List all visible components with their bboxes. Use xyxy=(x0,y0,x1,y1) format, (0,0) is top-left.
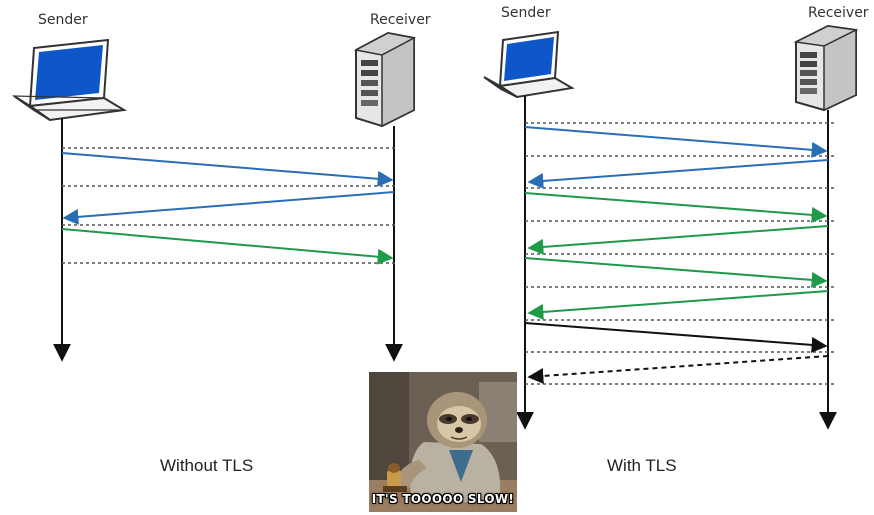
left-receiver-label: Receiver xyxy=(370,12,431,28)
right-arrow-black-solid xyxy=(524,322,828,353)
right-arrow-blue-1 xyxy=(524,126,828,158)
left-arrow-blue-request xyxy=(61,152,394,187)
left-caption: Without TLS xyxy=(160,456,254,475)
right-laptop-icon xyxy=(483,30,575,99)
right-receiver-label: Receiver xyxy=(808,5,869,21)
meme-caption: IT'S TOOOOO SLOW! xyxy=(371,492,515,506)
left-server-icon xyxy=(353,31,417,128)
sloth-meme-image: IT'S TOOOOO SLOW! xyxy=(369,372,517,512)
left-arrow-green-data xyxy=(61,228,394,265)
left-laptop-icon xyxy=(12,38,127,122)
right-arrow-green-2 xyxy=(527,225,829,255)
right-sender-label: Sender xyxy=(501,5,551,21)
right-arrow-green-1 xyxy=(524,192,828,223)
right-caption: With TLS xyxy=(607,456,677,475)
left-sender-label: Sender xyxy=(38,12,88,28)
left-dotted-separators xyxy=(62,147,398,264)
right-arrow-blue-2 xyxy=(527,159,829,189)
right-arrow-green-4 xyxy=(527,290,829,320)
right-arrow-black-dashed xyxy=(527,355,829,384)
right-server-icon xyxy=(793,24,859,112)
sloth-icon xyxy=(369,372,517,512)
left-arrow-blue-response xyxy=(62,191,395,225)
right-arrow-green-3 xyxy=(524,257,828,288)
